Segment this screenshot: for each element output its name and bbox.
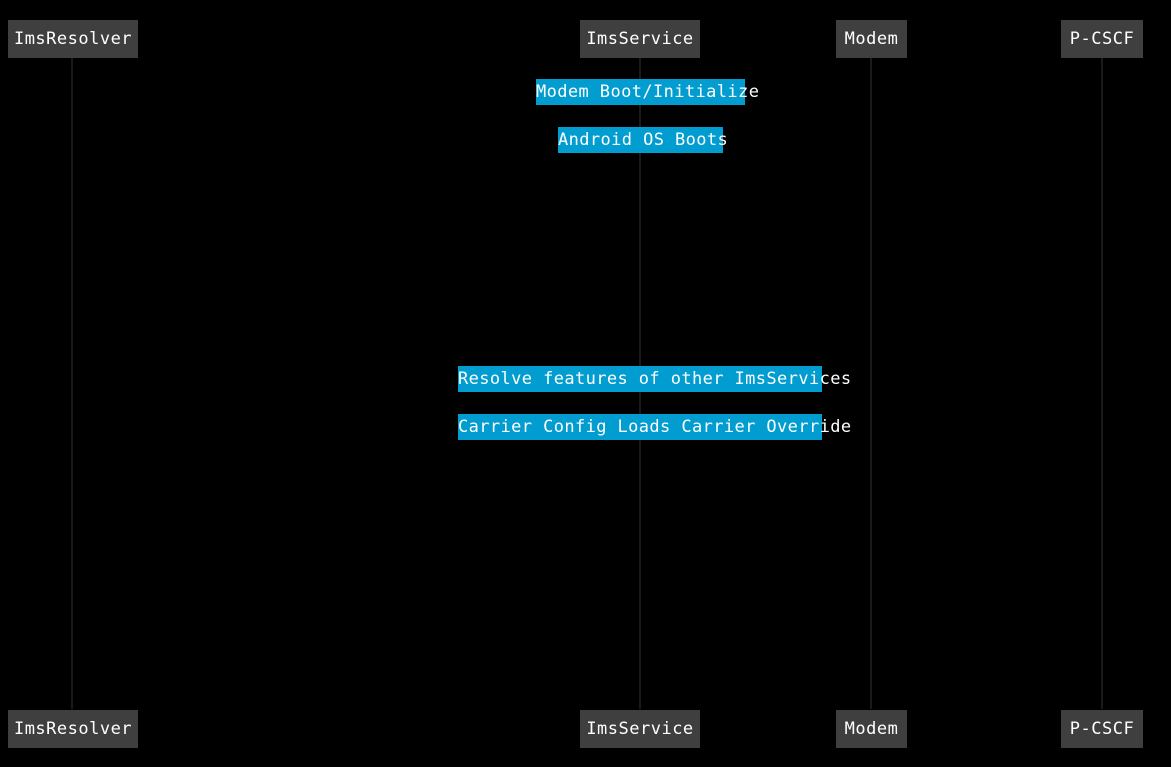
lifeline-imsresolver bbox=[71, 58, 73, 709]
note-modem-boot[interactable]: Modem Boot/Initialize bbox=[536, 79, 759, 105]
participant-footer-modem[interactable]: Modem bbox=[836, 710, 907, 748]
participant-header-imsresolver[interactable]: ImsResolver bbox=[8, 20, 138, 58]
participant-footer-imsresolver[interactable]: ImsResolver bbox=[8, 710, 138, 748]
participant-footer-imsservice[interactable]: ImsService bbox=[580, 710, 700, 748]
note-carrier-config[interactable]: Carrier Config Loads Carrier Override bbox=[458, 414, 851, 440]
participant-header-modem[interactable]: Modem bbox=[836, 20, 907, 58]
participant-header-imsservice[interactable]: ImsService bbox=[580, 20, 700, 58]
note-resolve-features[interactable]: Resolve features of other ImsServices bbox=[458, 366, 851, 392]
lifeline-pcscf bbox=[1101, 58, 1103, 709]
participant-header-pcscf[interactable]: P-CSCF bbox=[1061, 20, 1143, 58]
lifeline-modem bbox=[870, 58, 872, 709]
participant-footer-pcscf[interactable]: P-CSCF bbox=[1061, 710, 1143, 748]
note-android-os-boots[interactable]: Android OS Boots bbox=[558, 127, 728, 153]
